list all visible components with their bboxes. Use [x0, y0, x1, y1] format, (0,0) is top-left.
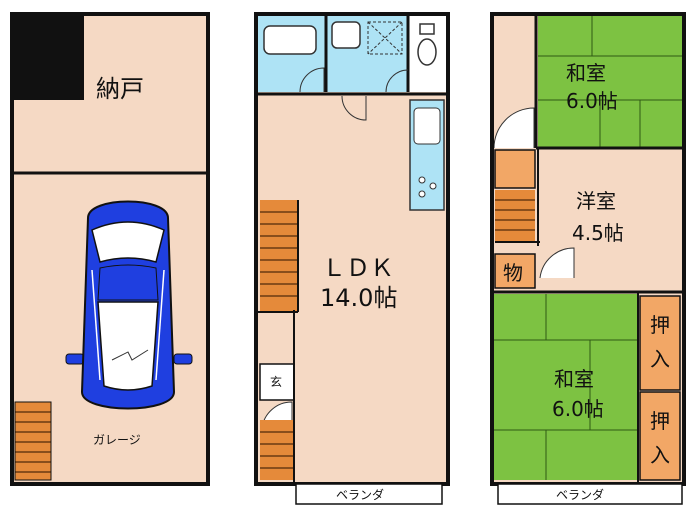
closet-bottom-char-1: 押	[650, 409, 670, 433]
floor-1: 納戸 ガレージ	[10, 12, 210, 486]
storage-block	[14, 16, 84, 100]
washer-space	[367, 21, 403, 55]
yoshitsu-door-swing	[539, 247, 575, 279]
closet-bottom-char-2: 入	[650, 443, 670, 467]
balcony-label-floor-3: ベランダ	[556, 487, 604, 502]
entrance-label: 玄	[270, 374, 282, 389]
washitsu-top-size: 6.0帖	[566, 89, 618, 113]
washitsu-bottom	[492, 290, 684, 484]
storage-label: 納戸	[96, 75, 144, 103]
balcony-label-floor-2: ベランダ	[336, 487, 384, 502]
car-icon	[65, 200, 193, 410]
washitsu-bottom-label: 和室	[554, 367, 594, 391]
ldk-size: 14.0帖	[320, 284, 397, 312]
toilet-icon	[417, 38, 437, 66]
washitsu-bottom-size: 6.0帖	[552, 397, 604, 421]
washitsu-top	[534, 14, 684, 150]
floor-1-wall	[10, 12, 210, 486]
floor-3-stairs	[495, 190, 540, 243]
storage-small-label: 物	[503, 261, 523, 285]
storage-small	[494, 253, 536, 289]
bath-door-swings	[299, 67, 409, 121]
stove-icon	[418, 176, 437, 198]
closet-top-char-2: 入	[650, 347, 670, 371]
yoshitsu-size: 4.5帖	[572, 221, 624, 245]
washitsu-top-door-swing	[493, 107, 535, 149]
kitchen-sink-icon	[413, 107, 441, 145]
bathtub-icon	[263, 25, 317, 55]
storage-upper	[494, 149, 536, 189]
balcony-floor-2	[295, 483, 443, 505]
floor-2: 玄 ＬＤＫ 14.0帖 ベランダ	[254, 12, 450, 505]
closet-bottom	[639, 391, 681, 481]
closet-top	[639, 295, 681, 391]
floor-1-stairs	[14, 401, 52, 481]
garage-label: ガレージ	[93, 433, 141, 447]
sink-icon	[331, 21, 361, 49]
ldk-label: ＬＤＫ	[322, 254, 394, 282]
balcony-floor-3	[497, 483, 683, 505]
floor-2-stairs	[258, 200, 299, 313]
entrance-stairs	[260, 420, 294, 480]
closet-top-char-1: 押	[650, 313, 670, 337]
entrance-area	[259, 363, 295, 401]
washitsu-top-label: 和室	[566, 61, 606, 85]
yoshitsu-label: 洋室	[576, 189, 616, 213]
floor-3: 和室 6.0帖 物 洋室 4.5帖	[490, 12, 686, 505]
